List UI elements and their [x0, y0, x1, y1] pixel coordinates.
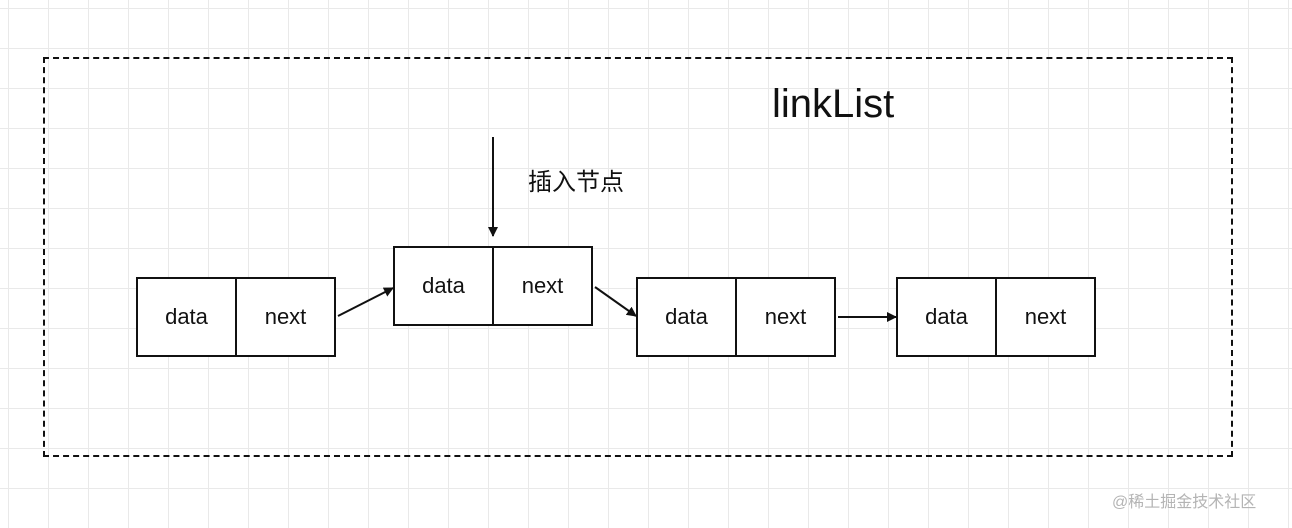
list-node-1: data next [136, 277, 336, 357]
node-data-cell: data [638, 279, 737, 355]
linklist-container-frame [43, 57, 1233, 457]
node-data-cell: data [395, 248, 494, 324]
insert-node-label: 插入节点 [528, 169, 624, 196]
diagram-title: linkList [772, 82, 895, 126]
node-next-cell: next [521, 273, 564, 298]
node-next-cell: next [1024, 304, 1067, 329]
watermark: @稀土掘金技术社区 [1112, 494, 1257, 511]
list-node-3: data next [636, 277, 836, 357]
list-node-4: data next [896, 277, 1096, 357]
node-next-cell: next [764, 304, 807, 329]
node-data-cell: data [898, 279, 997, 355]
list-node-inserted: data next [393, 246, 593, 326]
node-data-cell: data [138, 279, 237, 355]
node-next-cell: next [264, 304, 307, 329]
